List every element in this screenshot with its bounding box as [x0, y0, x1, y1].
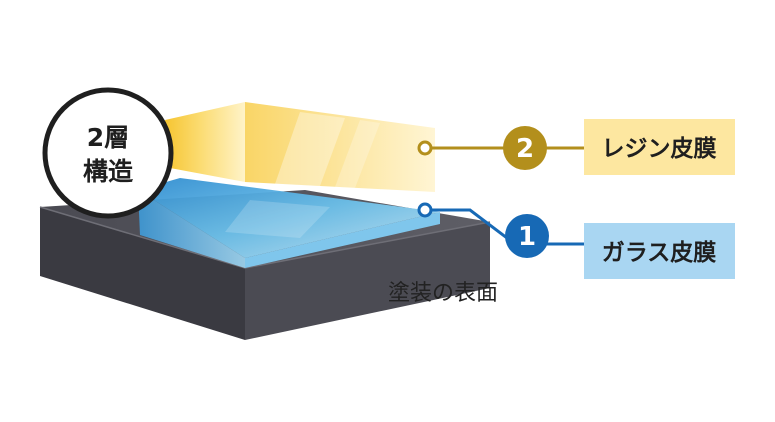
glass-shine	[225, 200, 330, 238]
callout-resin-number-circle	[503, 126, 547, 170]
callout-resin-dot	[417, 140, 433, 156]
callout-glass-label: ガラス皮膜	[602, 240, 717, 266]
callout-glass-line	[431, 208, 597, 246]
callout-glass-label-box	[584, 223, 735, 279]
glass-layer	[138, 178, 440, 268]
resin-shine	[275, 112, 345, 186]
callout-glass-number: 1	[518, 222, 536, 252]
slab-front-right	[245, 222, 490, 340]
callout-resin-label: レジン皮膜	[602, 136, 717, 162]
glass-front	[138, 190, 245, 268]
badge-line-1: 2層	[87, 123, 129, 152]
callout-glass: 1 ガラス皮膜	[417, 202, 735, 279]
resin-side	[245, 102, 435, 192]
badge-circle	[42, 87, 174, 219]
two-layer-badge: 2層 構造	[42, 87, 174, 219]
callout-glass-number-circle	[505, 214, 549, 258]
slab-front-left	[40, 207, 245, 340]
resin-layer	[165, 102, 435, 192]
surface-label: 塗装の表面	[388, 281, 498, 306]
glass-top	[138, 178, 440, 258]
callout-resin-number: 2	[516, 134, 534, 164]
callout-resin: 2 レジン皮膜	[417, 119, 735, 175]
resin-front	[165, 102, 245, 182]
callout-glass-dot	[417, 202, 433, 218]
resin-shine-2	[335, 120, 380, 188]
badge-line-2: 構造	[83, 157, 133, 186]
callout-resin-label-box	[584, 119, 735, 175]
glass-side	[245, 212, 440, 268]
